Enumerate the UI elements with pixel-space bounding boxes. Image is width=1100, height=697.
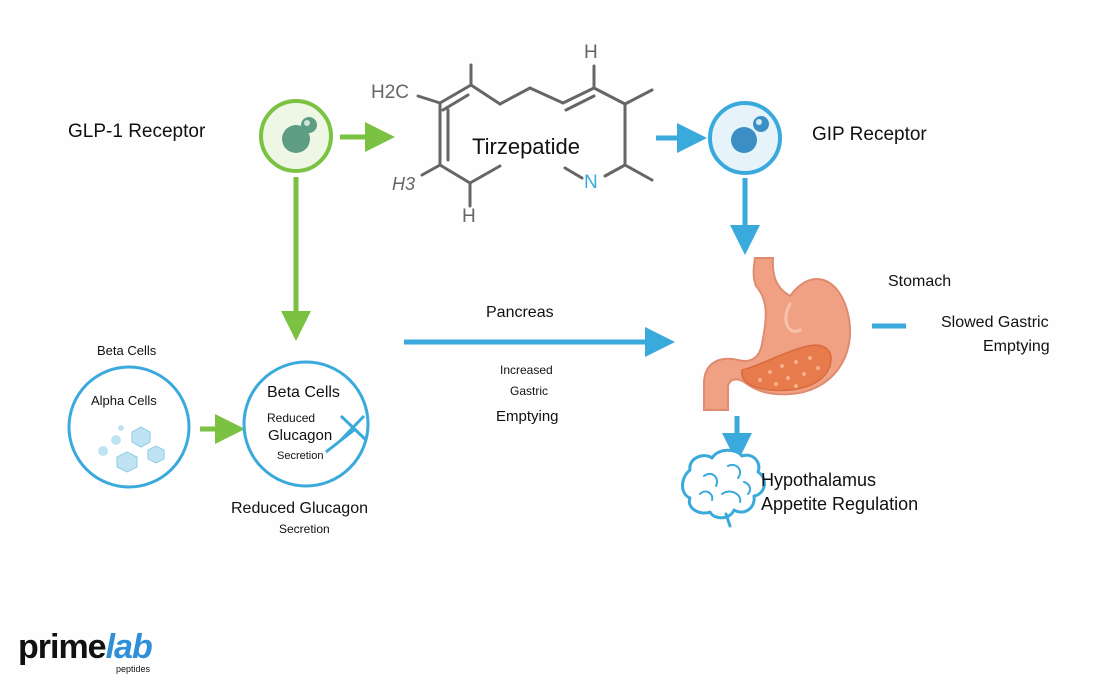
drug-name-label: Tirzepatide: [472, 134, 581, 159]
brain-icon: [681, 448, 766, 528]
increased-label: Increased: [500, 363, 553, 377]
molecule-n-label: N: [584, 172, 598, 193]
reduced-glucagon-label: Reduced Glucagon: [231, 500, 368, 517]
beta-cells-icon: [242, 360, 370, 488]
primelab-logo: primelab peptides: [18, 628, 153, 674]
molecule-h2c-label: H2C: [371, 82, 410, 103]
stomach-label: Stomach: [888, 273, 952, 290]
glucagon-label: Glucagon: [268, 427, 333, 444]
glp1-receptor-icon: [259, 99, 333, 173]
gastric-label: Gastric: [510, 384, 549, 398]
logo-lab-text: lab: [105, 628, 153, 666]
appetite-regulation-label: Appetite Regulation: [761, 494, 919, 514]
molecule-h-top-label: H: [584, 42, 598, 63]
secretion-bottom-label: Secretion: [279, 522, 330, 536]
logo-sub-text: peptides: [116, 664, 151, 674]
reduced-small-label: Reduced: [267, 411, 316, 425]
secretion-small-label: Secretion: [277, 450, 324, 462]
emptying-mid-label: Emptying: [496, 408, 559, 425]
slowed-gastric-label: Slowed Gastric: [941, 314, 1049, 331]
pancreas-label: Pancreas: [486, 304, 554, 321]
molecule-h-bottom-label: H: [462, 206, 476, 227]
alpha-cells-icon: [67, 365, 191, 489]
glp1-receptor-label: GLP-1 Receptor: [68, 121, 206, 142]
beta-cells-top-label: Beta Cells: [97, 343, 157, 358]
gip-receptor-label: GIP Receptor: [812, 124, 927, 145]
beta-cells-inner-label: Beta Cells: [267, 384, 340, 401]
emptying-right-label: Emptying: [983, 338, 1050, 355]
gip-receptor-icon: [708, 101, 782, 175]
stomach-icon: [703, 257, 851, 411]
tirzepatide-molecule-icon: [416, 63, 654, 208]
alpha-cells-label: Alpha Cells: [91, 393, 157, 408]
molecule-h3-label: H3: [392, 174, 416, 194]
hypothalamus-label: Hypothalamus: [761, 470, 877, 490]
logo-prime-text: prime: [18, 628, 107, 666]
